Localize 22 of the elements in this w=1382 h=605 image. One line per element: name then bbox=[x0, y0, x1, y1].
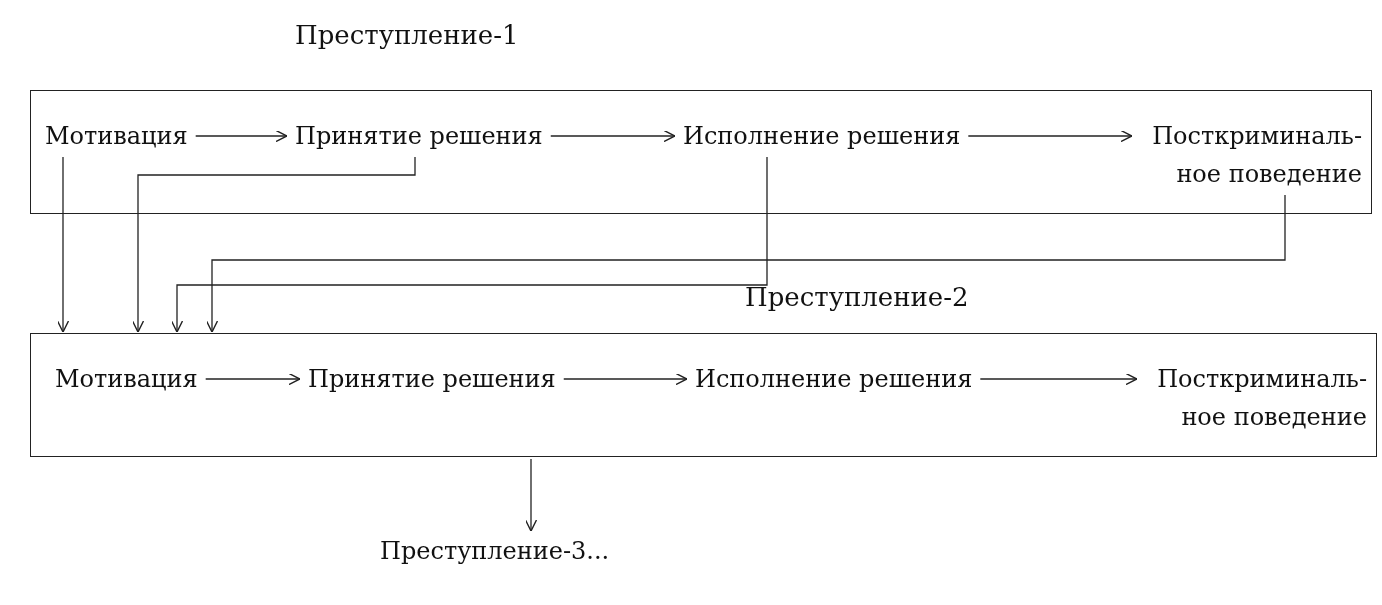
stage-text: Мотивация bbox=[45, 121, 188, 152]
arrow bbox=[170, 156, 768, 333]
arrow bbox=[195, 129, 288, 143]
arrow bbox=[205, 194, 1286, 333]
group-heading: Преступление-2 bbox=[745, 282, 969, 312]
arrow bbox=[131, 156, 416, 333]
arrow bbox=[967, 129, 1133, 143]
stage-text: Мотивация bbox=[55, 364, 198, 395]
arrow bbox=[205, 372, 301, 386]
stage-text: Посткриминаль- ное поведение bbox=[1156, 364, 1367, 433]
stage-text: Принятие решения bbox=[308, 364, 556, 395]
stage-label: Преступление-3... bbox=[380, 536, 610, 567]
group-heading: Преступление-1 bbox=[295, 20, 519, 50]
arrow bbox=[550, 129, 676, 143]
arrow bbox=[979, 372, 1138, 386]
arrow bbox=[563, 372, 688, 386]
stage-text: Посткриминаль- ное поведение bbox=[1151, 121, 1362, 190]
arrow bbox=[56, 156, 70, 333]
stage-text: Исполнение решения bbox=[695, 364, 973, 395]
arrow bbox=[524, 458, 538, 532]
stage-text: Принятие решения bbox=[295, 121, 543, 152]
stage-text: Исполнение решения bbox=[683, 121, 961, 152]
